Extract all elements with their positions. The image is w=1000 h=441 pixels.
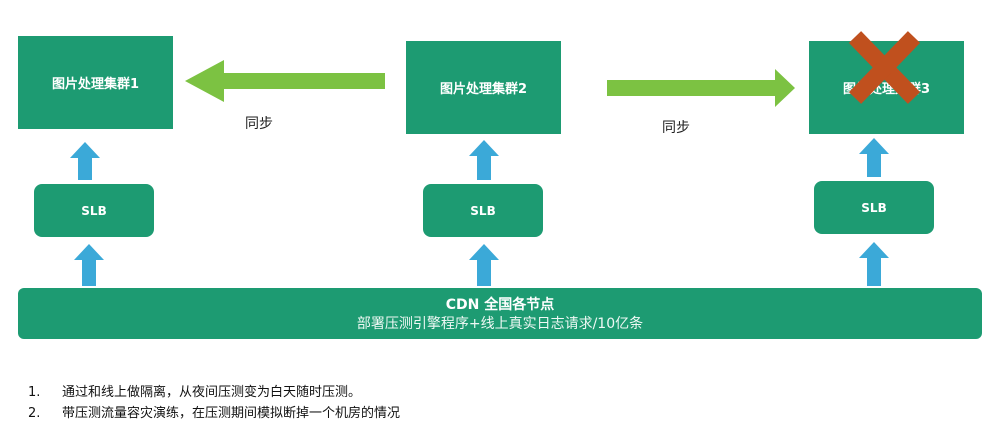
up-arrow-slb1-cluster1: [70, 142, 100, 180]
slb-3-box: SLB: [814, 181, 934, 234]
note-number: 2.: [28, 406, 41, 421]
cdn-bar: CDN 全国各节点 部署压测引擎程序+线上真实日志请求/10亿条: [18, 288, 982, 339]
up-arrow-cdn-slb1: [74, 244, 104, 286]
cluster-2-label: 图片处理集群2: [439, 82, 528, 97]
sync-arrow-left: [185, 60, 385, 102]
slb-3-label: SLB: [861, 200, 887, 215]
cluster-2-box: 图片处理集群2: [406, 41, 561, 134]
note-text: 带压测流量容灾演练，在压测期间模拟断掉一个机房的情况: [62, 406, 401, 421]
note-item: 2. 带压测流量容灾演练，在压测期间模拟断掉一个机房的情况: [28, 403, 400, 424]
cluster-1-label: 图片处理集群1: [51, 77, 140, 92]
sync-label-right: 同步: [662, 120, 690, 136]
cdn-subtitle: 部署压测引擎程序+线上真实日志请求/10亿条: [356, 315, 644, 332]
sync-arrow-right: [607, 69, 795, 107]
up-arrow-cdn-slb2: [469, 244, 499, 286]
cdn-title: CDN 全国各节点: [445, 296, 555, 313]
up-arrow-cdn-slb3: [859, 242, 889, 286]
cluster-1-box: 图片处理集群1: [18, 36, 173, 129]
note-text: 通过和线上做隔离，从夜间压测变为白天随时压测。: [62, 385, 362, 400]
cluster-3-box: 图片处理集群3: [809, 41, 964, 134]
note-number: 1.: [28, 385, 41, 400]
slb-1-label: SLB: [81, 203, 107, 218]
sync-label-left: 同步: [245, 116, 273, 132]
slb-2-box: SLB: [423, 184, 543, 237]
up-arrow-slb2-cluster2: [469, 140, 499, 180]
slb-2-label: SLB: [470, 203, 496, 218]
up-arrow-slb3-cluster3: [859, 138, 889, 177]
note-item: 1. 通过和线上做隔离，从夜间压测变为白天随时压测。: [28, 382, 400, 403]
notes-list: 1. 通过和线上做隔离，从夜间压测变为白天随时压测。 2. 带压测流量容灾演练，…: [28, 382, 400, 424]
slb-1-box: SLB: [34, 184, 154, 237]
cluster-3-label: 图片处理集群3: [842, 82, 931, 97]
